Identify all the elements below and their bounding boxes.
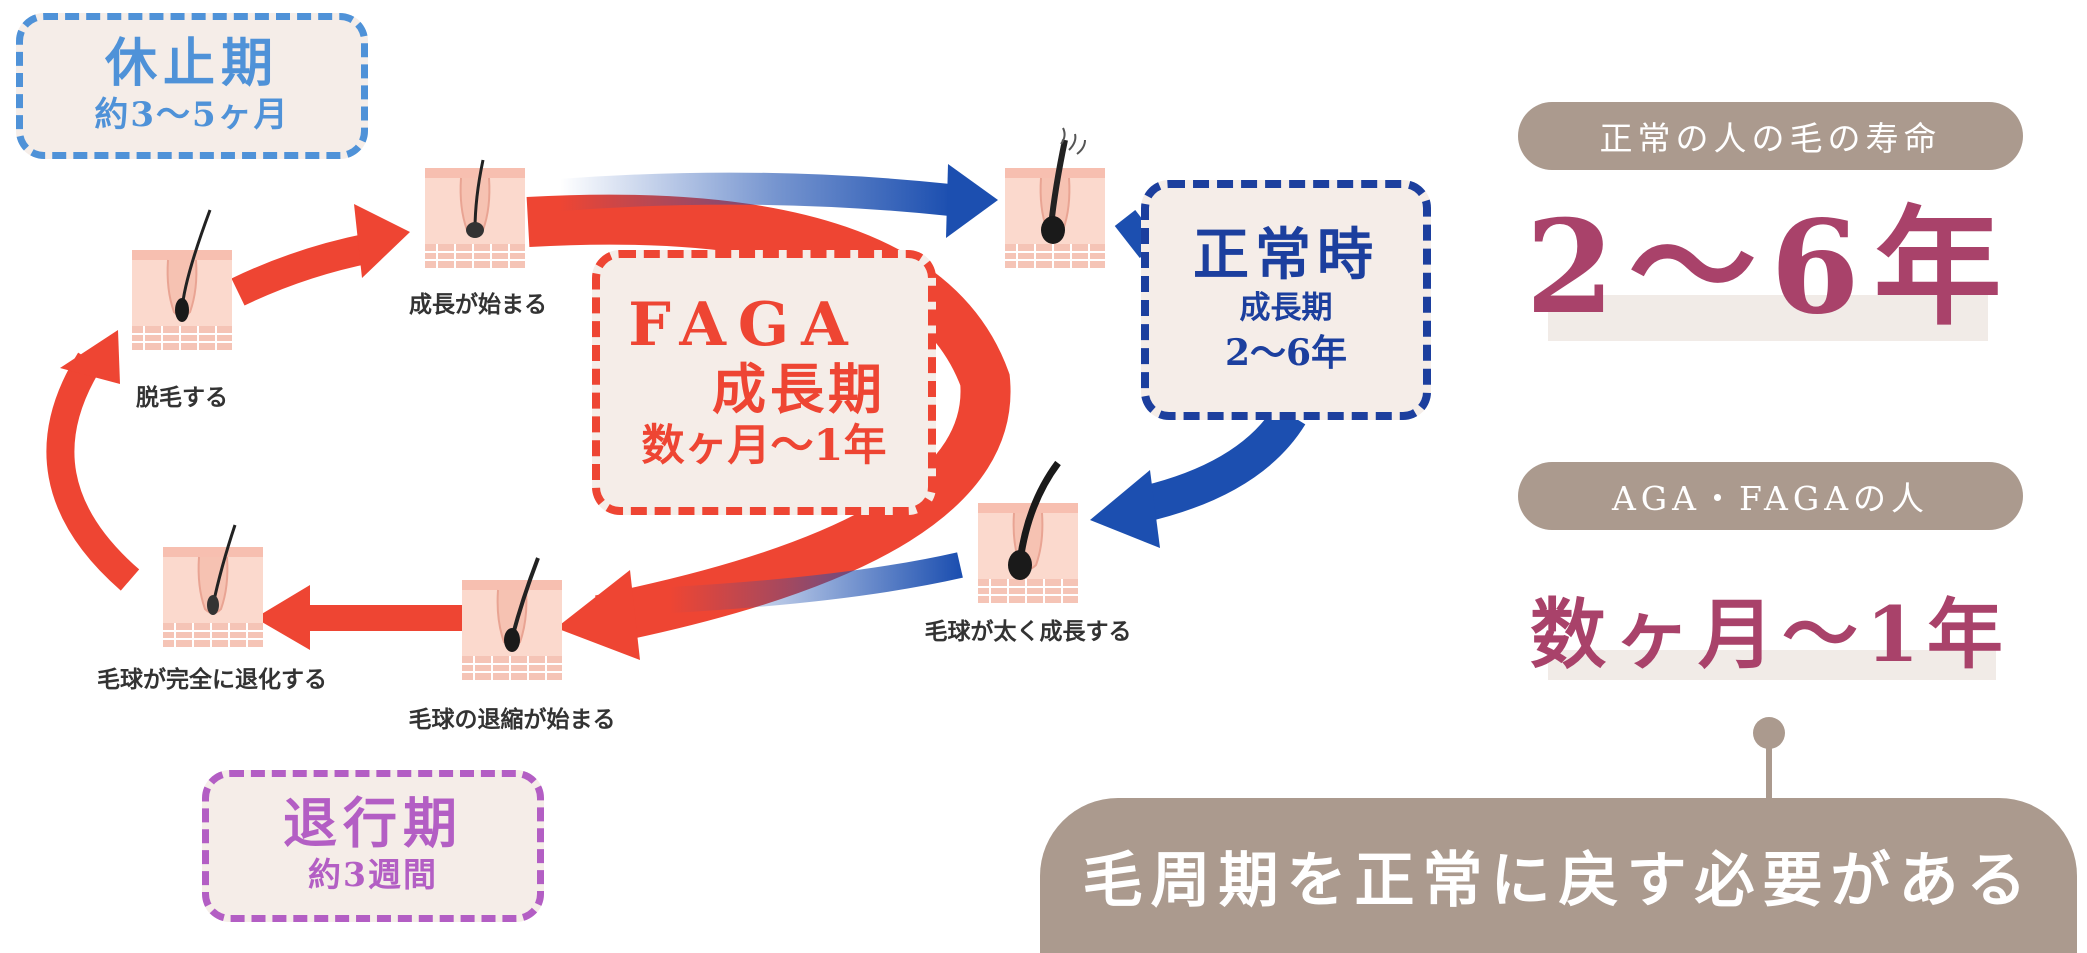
normal-phase-title: 正常時 [1193, 222, 1379, 289]
hair-follicle-icon [131, 209, 233, 351]
arrow-icon [556, 570, 640, 660]
stage-caption-growth-start: 成長が始まる [409, 292, 547, 318]
normal-lifespan-highlight [1548, 295, 1988, 341]
arrow-icon [946, 164, 998, 238]
normal-lifespan-label: 正常の人の毛の寿命 [1518, 102, 2023, 170]
stage-caption-bulb-regression: 毛球の退縮が始まる [408, 707, 616, 733]
normal-phase-stage: 成長期 [1239, 289, 1333, 326]
regression-phase-duration: 約3週間 [308, 855, 438, 895]
connector-dot [1753, 717, 1785, 749]
aga-lifespan-highlight [1548, 650, 1996, 680]
stage-caption-bulb-thickening: 毛球が太く成長する [924, 619, 1132, 645]
faga-phase-duration: 数ヶ月〜1年 [641, 420, 887, 471]
regression-phase-title: 退行期 [283, 791, 463, 856]
aga-lifespan-label: AGA・FAGAの人 [1518, 462, 2023, 530]
rest-phase-title: 休止期 [104, 33, 279, 95]
hair-follicle-icon [461, 557, 563, 681]
faga-phase-stage: 成長期 [712, 356, 886, 421]
normal-lifespan-value: 2〜6年 [1525, 193, 2016, 343]
faga-phase-box: FAGA 成長期 数ヶ月〜1年 [592, 250, 936, 515]
connector-stem [1766, 745, 1772, 800]
faga-phase-title: FAGA [628, 289, 860, 360]
arrow-icon [60, 330, 120, 384]
arrow-icon [354, 204, 410, 278]
rest-phase-duration: 約3〜5ヶ月 [94, 94, 290, 135]
hair-follicle-icon [977, 460, 1079, 604]
arrow-icon [255, 585, 310, 650]
stage-caption-bulb-degeneration: 毛球が完全に退化する [97, 667, 327, 693]
conclusion-banner: 毛周期を正常に戻す必要がある [1040, 798, 2077, 953]
normal-phase-box: 正常時 成長期 2〜6年 [1141, 180, 1431, 420]
hair-follicle-icon [1004, 127, 1106, 269]
stage-caption-shedding: 脱毛する [136, 385, 228, 411]
hair-follicle-icon [162, 524, 264, 648]
aga-lifespan-value: 数ヶ月〜1年 [1530, 590, 2011, 679]
hair-follicle-icon [424, 159, 526, 269]
normal-phase-duration: 2〜6年 [1224, 331, 1348, 374]
arrow-icon [1090, 470, 1160, 548]
rest-phase-box: 休止期 約3〜5ヶ月 [16, 13, 368, 159]
regression-phase-box: 退行期 約3週間 [202, 770, 544, 922]
